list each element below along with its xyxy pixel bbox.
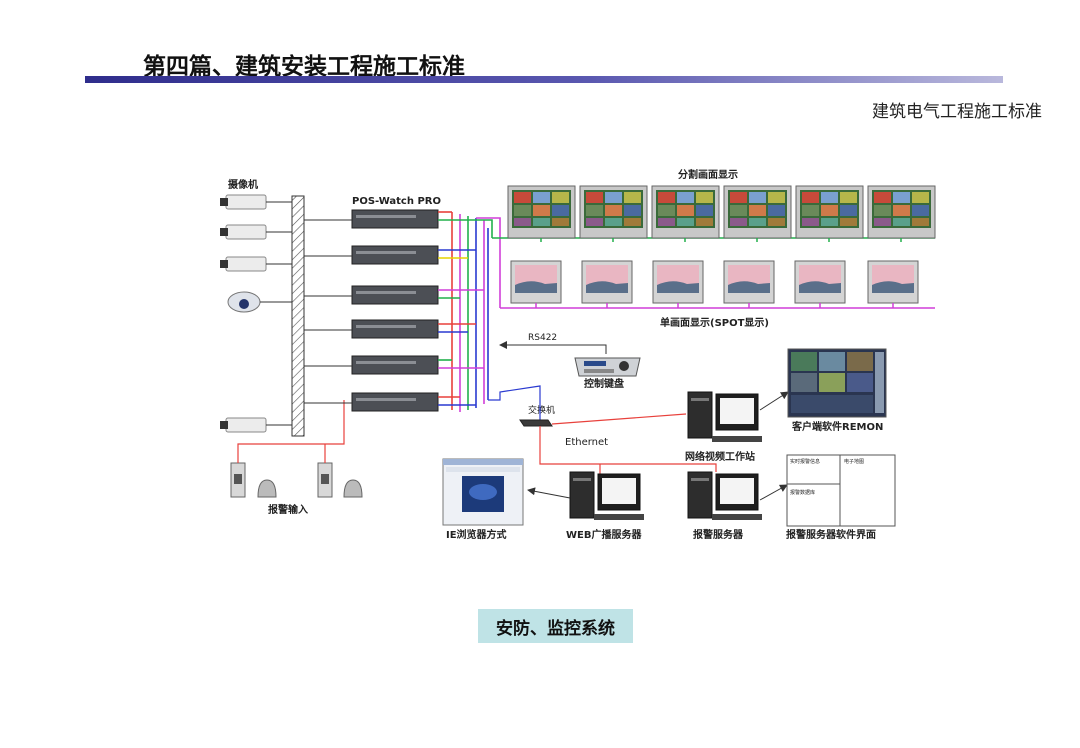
dome-camera-icon: [227, 291, 261, 313]
rs422-line: [499, 341, 607, 354]
alarm-ui-cell-db: 报警数据库: [790, 489, 815, 496]
page-title: 第四篇、建筑安装工程施工标准: [143, 53, 465, 80]
split-monitor: [795, 185, 864, 242]
client-software-screenshot: [787, 348, 887, 418]
single-monitor: [867, 260, 919, 308]
split-monitor: [867, 185, 936, 242]
single-monitor: [723, 260, 775, 308]
camera-bus-bar: [291, 195, 305, 437]
switch-label: 交换机: [528, 404, 555, 416]
split-monitor: [651, 185, 720, 242]
alarm-ui-cell-realtime: 实时报警信息: [790, 458, 820, 465]
ethernet-label: Ethernet: [565, 437, 608, 448]
web-server-pc-icon: [569, 471, 644, 520]
single-monitor: [652, 260, 704, 308]
split-monitor: [579, 185, 648, 242]
web-server-label: WEB广播服务器: [566, 528, 642, 541]
single-monitor: [581, 260, 633, 308]
dvr-units: [304, 209, 439, 412]
alarm-bell-icon: [343, 479, 363, 498]
title-rule: [85, 76, 1003, 83]
dvr-unit: [304, 209, 439, 229]
ethernet-line: [539, 426, 680, 465]
dvr-unit: [304, 319, 439, 339]
client-software-label: 客户端软件REMON: [791, 420, 883, 433]
alarm-input-label: 报警输入: [268, 503, 308, 516]
alarm-ui-cell-map: 电子地图: [844, 458, 864, 465]
section-subtitle: 建筑电气工程施工标准: [872, 102, 1042, 122]
dvr-unit: [304, 285, 439, 305]
ie-browser-label: IE浏览器方式: [446, 528, 507, 541]
cameras-label: 摄像机: [228, 178, 258, 191]
single-monitor: [794, 260, 846, 308]
keyboard-label: 控制键盘: [584, 377, 624, 390]
diagram-caption: 安防、监控系统: [478, 609, 633, 643]
alarm-software-ui: 实时报警信息 电子地图 报警数据库: [786, 454, 896, 527]
alarm-software-label: 报警服务器软件界面: [786, 528, 876, 541]
alarm-server-label: 报警服务器: [693, 528, 744, 541]
single-display-label: 单画面显示(SPOT显示): [660, 316, 769, 329]
uplink-line: [488, 385, 541, 420]
camera-icon: [220, 417, 267, 433]
dvr-label: POS-Watch PRO: [352, 196, 441, 207]
workstation-pc-icon: [687, 391, 762, 442]
control-keyboard-icon: [574, 357, 641, 377]
ie-browser-window: [442, 458, 524, 526]
dvr-unit: [304, 245, 439, 265]
alarm-server-pc-icon: [687, 471, 762, 520]
single-display-monitors: [510, 260, 919, 308]
dvr-unit: [304, 392, 439, 412]
workstation-label: 网络视频工作站: [685, 450, 755, 463]
split-display-monitors: [507, 185, 936, 242]
rs422-label: RS422: [528, 333, 557, 343]
camera-icon: [220, 256, 267, 272]
split-display-label: 分割画面显示: [678, 168, 738, 181]
dvr-unit: [304, 355, 439, 375]
alarm-bell-icon: [257, 479, 277, 498]
camera-icon: [220, 224, 267, 240]
split-monitor: [723, 185, 792, 242]
single-monitor: [510, 260, 562, 308]
network-switch-icon: [519, 419, 553, 427]
split-monitor: [507, 185, 576, 242]
camera-icon: [220, 194, 267, 210]
